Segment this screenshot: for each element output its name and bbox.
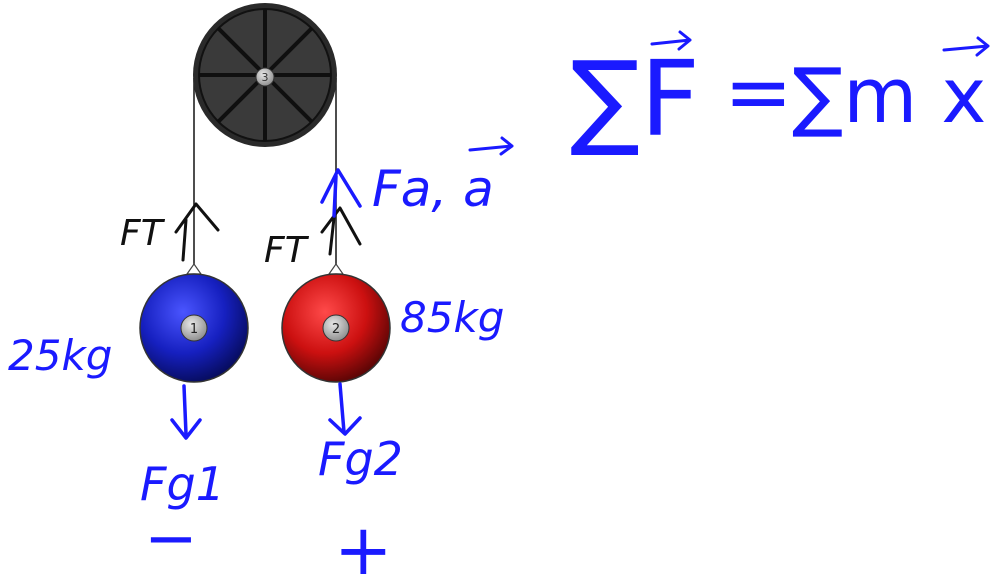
mass-1-value: 25kg (8, 331, 112, 380)
acceleration-vector-arrow (468, 136, 514, 156)
equation-lhs: ∑F (570, 38, 700, 160)
hook-2 (327, 262, 345, 275)
mass-2-label: 2 (332, 322, 340, 337)
mass-1-badge (180, 314, 208, 342)
tension-label-1: FT (120, 213, 166, 254)
tension-label-2: FT (264, 230, 310, 271)
gravity-arrow-1 (170, 384, 202, 440)
pulley-hub (255, 67, 275, 87)
pulley-label: 3 (262, 71, 269, 84)
mass-1-label: 1 (190, 322, 198, 337)
equation-equals: = (724, 45, 793, 140)
newton-equation: ∑F = ∑m x a (570, 30, 1002, 160)
gravity-arrow-2 (328, 382, 362, 436)
sign-mass-1: − (144, 502, 198, 576)
equation-rhs: ∑m x a (792, 51, 1002, 140)
tension-arrow-1 (174, 202, 220, 262)
mass-2: 2 (281, 262, 391, 383)
applied-force-arrow (320, 168, 362, 218)
hook-1 (185, 262, 203, 275)
pulley-spokes (199, 9, 331, 141)
mass-2-badge (322, 314, 350, 342)
gravity-label-1: Fg1 (140, 457, 225, 511)
gravity-label-2: Fg2 (318, 432, 403, 486)
force-vector-arrow (650, 30, 692, 51)
sign-mass-2: + (334, 509, 393, 581)
pulley: 3 (193, 3, 337, 147)
acceleration-vector-arrow-eq (942, 36, 990, 57)
mass-2-value: 85kg (400, 293, 504, 342)
tension-arrow-2 (320, 206, 362, 256)
applied-force-label: Fa, a (372, 160, 494, 218)
mass-1: 1 (139, 262, 249, 383)
